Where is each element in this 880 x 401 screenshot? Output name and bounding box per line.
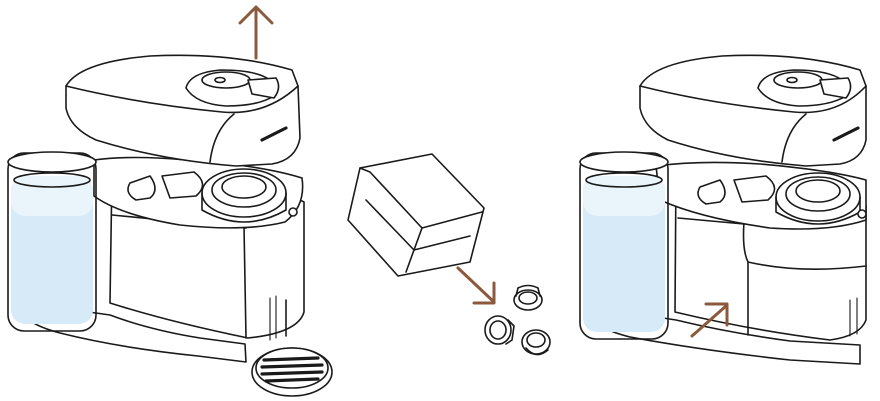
water-tank [8,152,96,331]
used-capsule-icon [522,330,550,355]
panel-reinsert [580,55,866,364]
panel-eject-capsules [348,154,550,355]
arrow-down-right-icon [458,268,494,303]
water-tank [580,152,668,339]
machine-lid [640,55,866,166]
capsule-container [348,154,484,276]
machine-lid [66,55,300,166]
used-capsule-icon [485,316,514,344]
panel-open-lid [8,7,332,396]
drip-tray [252,348,332,396]
used-capsule-icon [514,286,542,311]
arrow-up-icon [240,7,272,58]
